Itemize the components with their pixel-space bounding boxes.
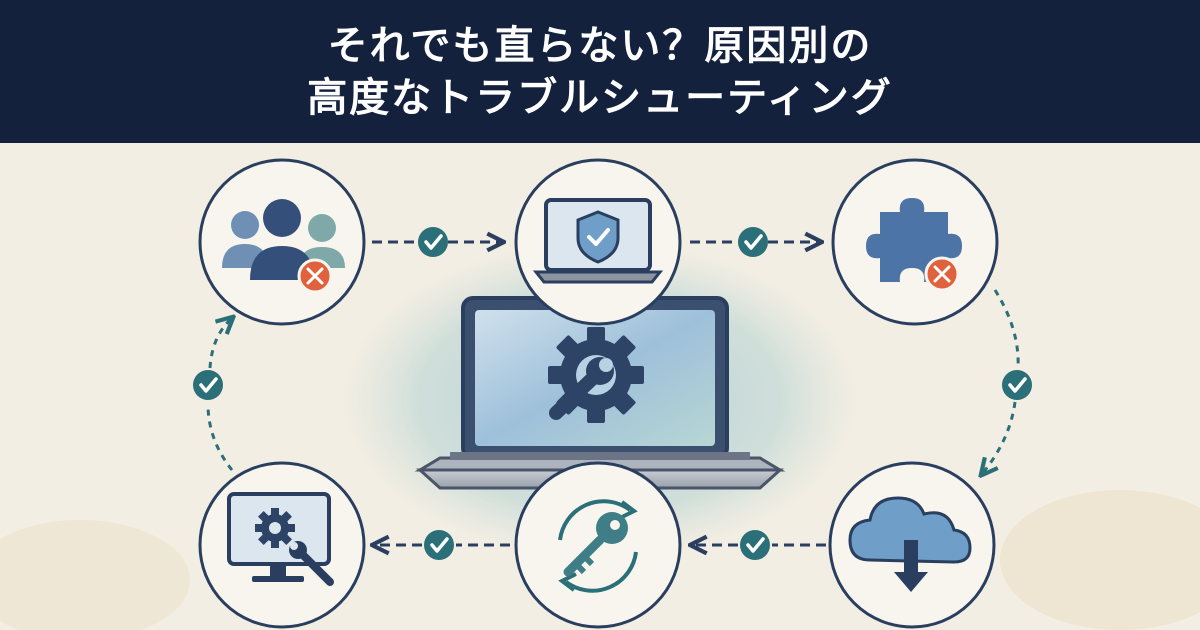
step-puzzle-error xyxy=(831,158,999,326)
troubleshooting-diagram xyxy=(0,143,1200,630)
title-line-1: それでも直らない？原因別の xyxy=(327,22,873,69)
users-icon xyxy=(222,199,345,280)
error-badge-icon xyxy=(924,256,960,292)
connector-6-1 xyxy=(193,318,232,471)
connector-1-2 xyxy=(372,227,502,257)
title-line-2: 高度なトラブルシューティング xyxy=(307,74,893,121)
step-users-error xyxy=(198,158,366,326)
step-monitor-gear xyxy=(198,461,366,629)
check-badge-icon xyxy=(738,227,768,257)
cloud-download-icon xyxy=(848,496,972,592)
paper-stain xyxy=(0,520,190,630)
check-badge-icon xyxy=(418,227,448,257)
monitor-gear-wrench-icon xyxy=(227,492,334,586)
wrench-gear-icon xyxy=(548,327,644,423)
laptop-shield-check-icon xyxy=(532,198,664,284)
check-badge-icon xyxy=(193,370,223,400)
check-badge-icon xyxy=(424,530,454,560)
check-badge-icon xyxy=(740,530,770,560)
check-badge-icon xyxy=(1002,370,1032,400)
connector-3-4 xyxy=(982,289,1032,474)
connector-4-5 xyxy=(692,530,826,560)
connector-2-3 xyxy=(690,227,820,257)
paper-stain xyxy=(1000,490,1200,630)
step-cloud-download xyxy=(828,461,996,629)
key-refresh-icon xyxy=(558,499,638,593)
header-banner: それでも直らない？原因別の 高度なトラブルシューティング xyxy=(0,0,1200,143)
step-laptop-shield xyxy=(514,158,682,326)
connector-5-6 xyxy=(374,530,510,560)
step-key-refresh xyxy=(514,461,682,629)
error-badge-icon xyxy=(297,258,333,294)
